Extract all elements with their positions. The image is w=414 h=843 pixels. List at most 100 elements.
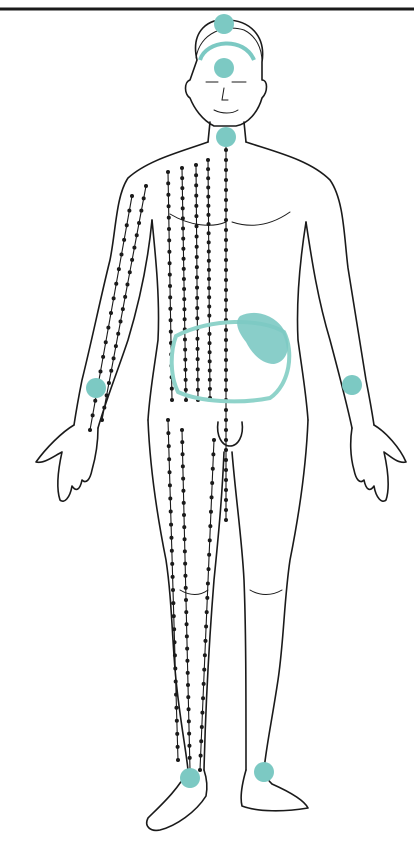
meridian-point xyxy=(207,231,211,235)
meridian-point xyxy=(195,235,199,239)
crown-band xyxy=(200,43,254,60)
meridian-point xyxy=(224,208,228,212)
meridian-point xyxy=(174,680,178,684)
meridian-point xyxy=(185,659,189,663)
meridian-point xyxy=(224,488,228,492)
meridian-point xyxy=(184,586,188,590)
meridian-point xyxy=(208,341,212,345)
meridian-point xyxy=(121,307,125,311)
meridian-point xyxy=(130,194,134,198)
meridian-point xyxy=(207,277,211,281)
meridian-point xyxy=(109,311,113,315)
meridian-point xyxy=(224,498,228,502)
left-hand-outline xyxy=(351,425,406,501)
meridian-point xyxy=(120,253,124,257)
meridian-point xyxy=(200,725,204,729)
meridian-point xyxy=(224,348,228,352)
meridian-point xyxy=(183,317,187,321)
meridian-point xyxy=(144,184,148,188)
meridian-point xyxy=(207,222,211,226)
meridian-point xyxy=(206,204,210,208)
meridian-point xyxy=(182,307,186,311)
meridian-point xyxy=(224,178,228,182)
meridian-point xyxy=(206,167,210,171)
meridian-point xyxy=(168,284,172,288)
meridian-point xyxy=(107,381,111,385)
meridian-point xyxy=(181,452,185,456)
meridian-point xyxy=(176,745,180,749)
meridian-point xyxy=(224,328,228,332)
meridian-point xyxy=(224,508,228,512)
meridian-point xyxy=(114,344,118,348)
meridian-point xyxy=(207,250,211,254)
meridian-point xyxy=(182,267,186,271)
meridian-point xyxy=(224,468,228,472)
meridian-point xyxy=(196,347,200,351)
right-hand-outline xyxy=(36,425,98,501)
meridian-point xyxy=(182,513,186,517)
meridian-point xyxy=(224,478,228,482)
meridian-point xyxy=(195,255,199,259)
meridian-point xyxy=(125,283,129,287)
meridian-point xyxy=(209,510,213,514)
meridian-point xyxy=(170,549,174,553)
meridian-point xyxy=(132,246,136,250)
meridian-point xyxy=(224,168,228,172)
meridian-point xyxy=(183,574,187,578)
meridian-point xyxy=(195,316,199,320)
meridian-point xyxy=(105,393,109,397)
meridian-point xyxy=(142,196,146,200)
meridian-point xyxy=(202,668,206,672)
meridian-point xyxy=(182,277,186,281)
meridian-point xyxy=(130,258,134,262)
meridian-point xyxy=(181,247,185,251)
meridian-point xyxy=(201,696,205,700)
right-ankle-point xyxy=(180,768,200,788)
meridian-point xyxy=(224,288,228,292)
meridian-point xyxy=(206,158,210,162)
meridian-point xyxy=(187,744,191,748)
meridian-point xyxy=(224,368,228,372)
groin-outline xyxy=(218,422,243,446)
meridian-point xyxy=(196,388,200,392)
meridian-point xyxy=(224,158,228,162)
meridian-point xyxy=(93,399,97,403)
meridian-point xyxy=(104,340,108,344)
meridian-point xyxy=(137,221,141,225)
meridian-point xyxy=(211,452,215,456)
meridian-point xyxy=(198,768,202,772)
meridian-point xyxy=(224,228,228,232)
meridian-point xyxy=(196,378,200,382)
meridian-point xyxy=(170,562,174,566)
meridian-point xyxy=(180,440,184,444)
meridian-point xyxy=(174,693,178,697)
meridian-point xyxy=(210,481,214,485)
meridian-point xyxy=(207,259,211,263)
meridian-point xyxy=(185,622,189,626)
meridian-point xyxy=(194,214,198,218)
meridian-point xyxy=(208,359,212,363)
meridian-line xyxy=(196,165,198,400)
meridian-point xyxy=(166,193,170,197)
meridian-point xyxy=(208,538,212,542)
meridian-point xyxy=(207,295,211,299)
meridian-point xyxy=(206,213,210,217)
forehead-point xyxy=(214,58,234,78)
meridian-point xyxy=(172,614,176,618)
meridian-point xyxy=(199,739,203,743)
meridian-point xyxy=(168,273,172,277)
throat-point xyxy=(216,127,236,147)
meridian-point xyxy=(168,261,172,265)
meridian-point xyxy=(204,625,208,629)
meridian-point xyxy=(184,378,188,382)
meridian-point xyxy=(182,257,186,261)
meridian-point xyxy=(224,338,228,342)
meridian-point xyxy=(208,378,212,382)
meridian-point xyxy=(224,358,228,362)
meridian-point xyxy=(176,758,180,762)
meridian-point xyxy=(168,483,172,487)
meridian-point xyxy=(181,477,185,481)
meridian-point xyxy=(203,639,207,643)
meridian-point xyxy=(125,223,129,227)
